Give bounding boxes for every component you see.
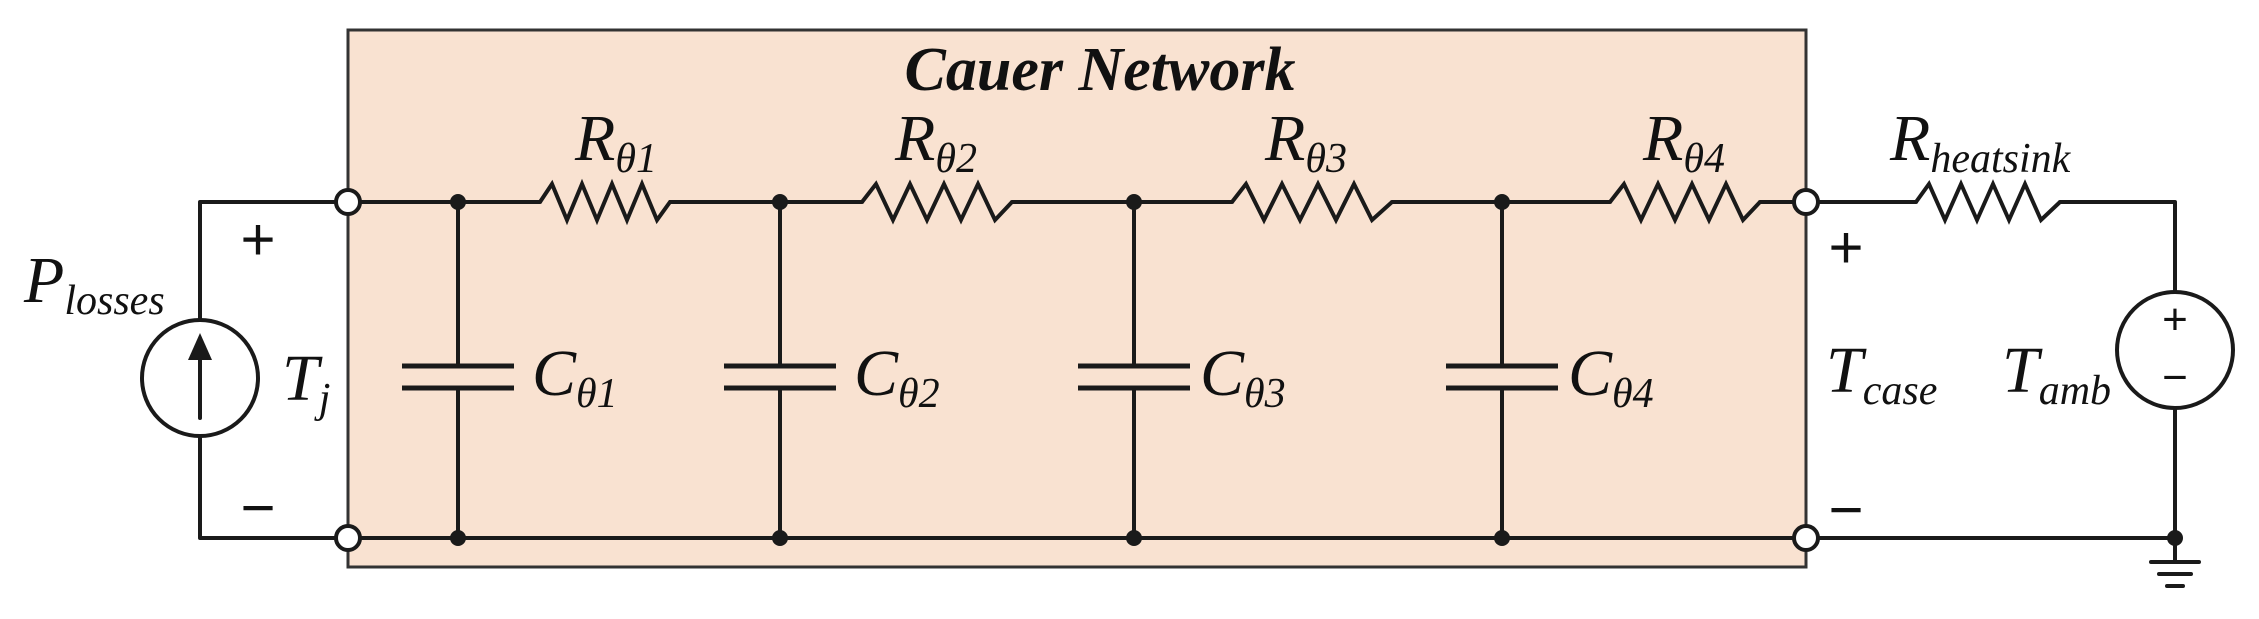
source-left-wire [198,200,350,540]
heatsink-wire [1814,200,2177,564]
t-case-label: Tcase [1826,334,1937,414]
tj-minus-sign: − [240,474,275,541]
amb-minus-sign: − [2162,353,2188,402]
arrow-head-icon [188,333,212,360]
resistor-heatsink [1914,179,2062,225]
tj-label: Tj [282,342,330,422]
label-c-theta-2: Cθ2 [854,337,940,417]
capacitor-c-theta-2 [724,200,836,540]
label-c-theta-1: Cθ1 [532,337,618,417]
cauer-network-box [346,28,1808,569]
tcase-minus-sign: − [1828,476,1863,543]
capacitor-c-theta-4 [1446,200,1558,540]
diagram-title: Cauer Network [905,36,1296,104]
label-r-heatsink: Rheatsink [1889,102,2072,182]
label-r-theta-1: Rθ1 [574,102,657,182]
amb-plus-sign: + [2162,295,2188,344]
terminal-circles [334,188,1820,552]
label-c-theta-4: Cθ4 [1568,337,1654,417]
capacitor-c-theta-3 [1078,200,1190,540]
resistor-r-theta-1 [538,178,682,226]
capacitor-c-theta-1 [402,200,514,540]
label-c-theta-3: Cθ3 [1200,337,1286,417]
t-amb-label: Tamb [2002,334,2111,414]
ground-icon [2149,560,2201,588]
junction-dots [450,194,2183,546]
tj-plus-sign: + [240,206,275,273]
current-source-symbol [140,318,260,438]
label-r-theta-3: Rθ3 [1264,102,1347,182]
power-losses-label: Plosses [23,244,165,324]
resistor-r-theta-4 [1608,179,1762,225]
voltage-source-symbol: + − [2115,290,2235,410]
label-r-theta-2: Rθ2 [894,102,977,182]
label-r-theta-4: Rθ4 [1642,102,1725,182]
resistor-r-theta-2 [860,179,1014,225]
tcase-plus-sign: + [1828,214,1863,281]
resistor-r-theta-3 [1230,179,1394,225]
